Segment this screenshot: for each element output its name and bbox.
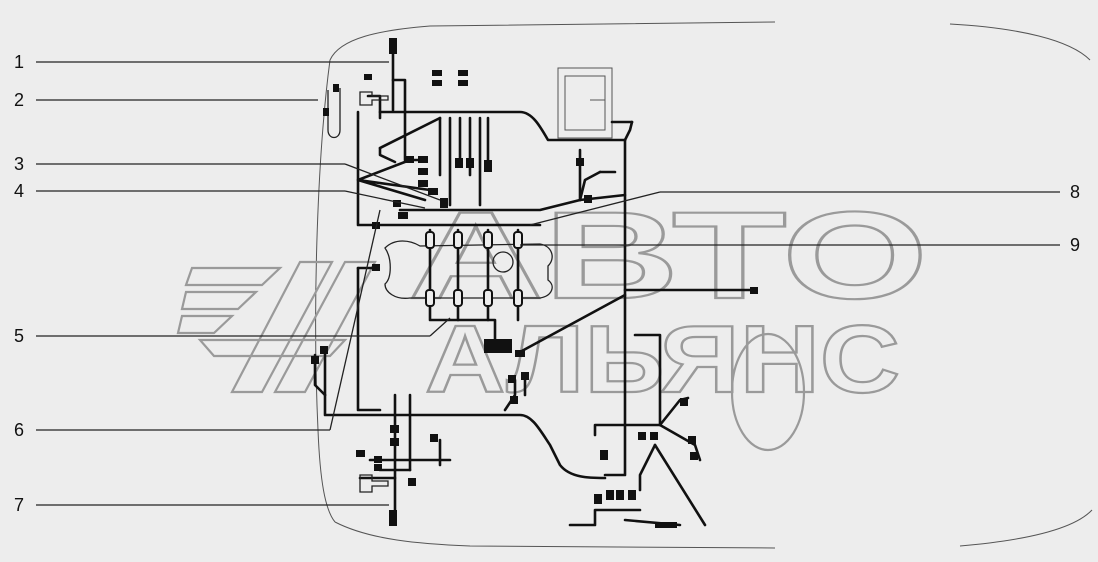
callout-9: 9 bbox=[1070, 235, 1080, 255]
watermark-logo: АВТО АЛЬЯНС bbox=[176, 186, 929, 452]
callout-3: 3 bbox=[14, 154, 24, 174]
callout-1: 1 bbox=[14, 52, 24, 72]
vehicle-body-outline bbox=[315, 21, 1093, 549]
callout-6: 6 bbox=[14, 420, 24, 440]
callout-8: 8 bbox=[1070, 182, 1080, 202]
callout-leaders bbox=[36, 61, 1060, 506]
watermark-line2: АЛЬЯНС bbox=[425, 306, 900, 413]
callout-7: 7 bbox=[14, 495, 24, 515]
callout-2: 2 bbox=[14, 90, 24, 110]
callout-labels: 1 2 3 4 5 6 7 8 9 bbox=[14, 52, 1080, 515]
main-harness bbox=[313, 46, 757, 527]
connectors bbox=[311, 38, 758, 528]
callout-4: 4 bbox=[14, 181, 24, 201]
spark-plugs bbox=[425, 231, 523, 307]
callout-5: 5 bbox=[14, 326, 24, 346]
engine-block-outline bbox=[384, 240, 553, 299]
